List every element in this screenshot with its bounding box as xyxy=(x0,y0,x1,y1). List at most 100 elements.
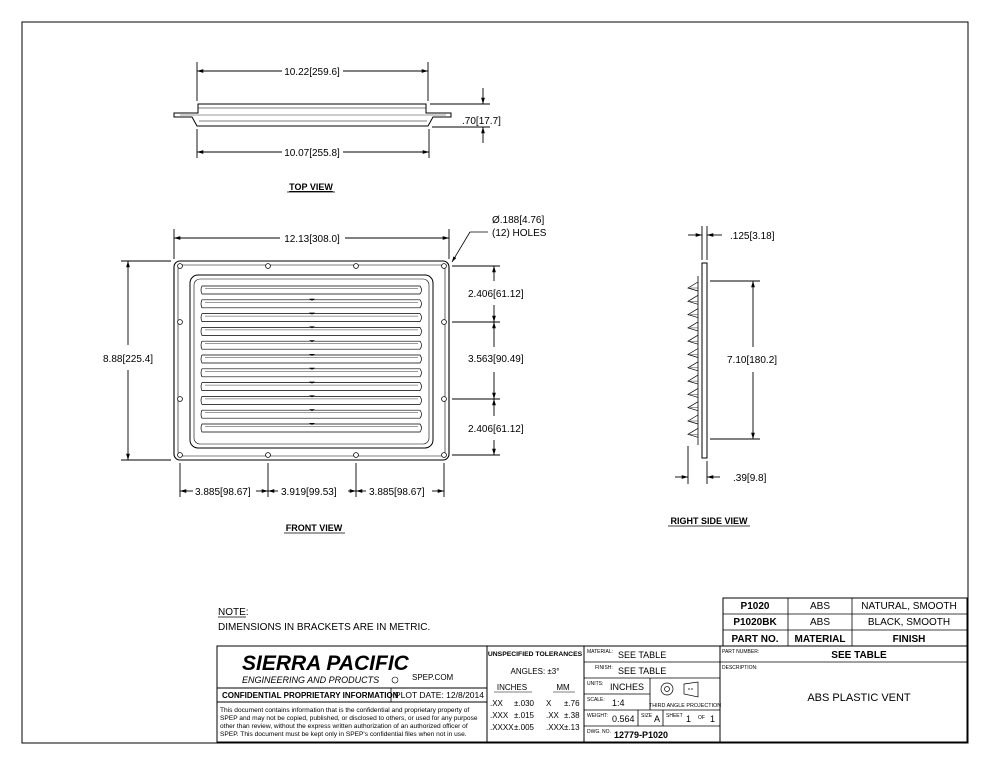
louver-blade xyxy=(200,340,422,350)
dim-front-height xyxy=(121,260,171,461)
front-view-label: FRONT VIEW xyxy=(286,523,343,533)
dim-side-depth-label: .39[9.8] xyxy=(733,473,767,484)
dim-side-height-label: 7.10[180.2] xyxy=(727,355,777,366)
dwg-no-value: 12779-P1020 xyxy=(614,730,668,740)
dim-h-spacing-3-label: 3.885[98.67] xyxy=(369,487,425,498)
front-view: 12.13[308.0] 8.88[225.4] Ø.188[4.76] (12… xyxy=(103,215,547,534)
confidential-line-4: SPEP. This document must be kept only in… xyxy=(220,731,467,738)
mounting-hole xyxy=(353,452,359,458)
part-row-2-material: ABS xyxy=(810,617,830,628)
tolerance-cell: ±.005 xyxy=(514,723,535,732)
louver-blade xyxy=(200,409,422,419)
sheet-label: SHEET xyxy=(666,713,683,719)
mounting-hole xyxy=(177,452,183,458)
dim-h-spacing-2-label: 3.919[99.53] xyxy=(281,487,337,498)
confidential-line-3: other than review, without the express w… xyxy=(220,723,468,730)
units-value: INCHES xyxy=(610,682,644,692)
sheet-border xyxy=(21,21,969,744)
size-label: SIZE xyxy=(641,713,653,719)
side-fin xyxy=(687,414,699,425)
right-side-view: .125[3.18] 7.10[180.2] .39[9.8] RIGHT SI… xyxy=(668,226,777,527)
mounting-hole xyxy=(353,263,359,269)
material-label: MATERIAL: xyxy=(587,649,613,655)
side-fins xyxy=(687,281,699,438)
part-row-1-finish: NATURAL, SMOOTH xyxy=(861,601,956,612)
dim-side-thickness xyxy=(688,226,722,260)
dim-top-height xyxy=(430,88,490,143)
side-fin xyxy=(687,321,699,332)
tolerance-cell: .XX xyxy=(546,711,560,720)
hole-count-label: (12) HOLES xyxy=(492,228,547,239)
dim-side-height xyxy=(710,280,760,440)
dim-top-height-label: .70[17.7] xyxy=(462,116,501,127)
louvers xyxy=(200,285,422,433)
dim-top-inner-width-label: 10.07[255.8] xyxy=(284,148,340,159)
finish-label: FINISH: xyxy=(595,665,613,671)
material-value: SEE TABLE xyxy=(618,650,666,660)
tolerance-cell: ±.030 xyxy=(514,699,535,708)
part-number-label: PART NUMBER: xyxy=(722,649,759,655)
louver-blade xyxy=(200,298,422,309)
dim-front-width-label: 12.13[308.0] xyxy=(284,234,340,245)
confidential-heading: CONFIDENTIAL PROPRIETARY INFORMATION xyxy=(222,691,399,700)
louver-blade xyxy=(200,423,422,433)
tolerances-heading: UNSPECIFIED TOLERANCES xyxy=(488,651,583,658)
side-fin xyxy=(687,361,699,372)
side-fin xyxy=(687,427,699,438)
mounting-hole xyxy=(441,319,447,325)
side-fin xyxy=(687,281,699,292)
mounting-holes xyxy=(177,263,447,458)
dim-top-inner-width xyxy=(196,129,430,158)
top-view: 10.22[259.6] 10.07[255.8] .70[17.7] TOP … xyxy=(173,62,501,193)
hole-callout: Ø.188[4.76] xyxy=(492,215,545,226)
mounting-hole xyxy=(441,396,447,402)
top-view-label: TOP VIEW xyxy=(289,182,333,192)
dim-side-thickness-label: .125[3.18] xyxy=(730,231,775,242)
note-text: DIMENSIONS IN BRACKETS ARE IN METRIC. xyxy=(218,622,430,633)
tolerance-cell: .XXX xyxy=(546,723,565,732)
side-fin xyxy=(687,334,699,345)
dim-h-spacing-1-label: 3.885[98.67] xyxy=(195,487,251,498)
mounting-hole xyxy=(441,263,447,269)
projection-label: THIRD ANGLE PROJECTION xyxy=(649,703,721,709)
dim-v-spacing-bot-label: 2.406[61.12] xyxy=(468,424,524,435)
title-block-grid xyxy=(216,645,968,743)
mounting-hole xyxy=(177,319,183,325)
dim-v-spacing-mid-label: 3.563[90.49] xyxy=(468,354,524,365)
company-logo: SIERRA PACIFIC xyxy=(242,652,410,675)
description-label: DESCRIPTION: xyxy=(722,665,758,671)
right-side-view-label: RIGHT SIDE VIEW xyxy=(670,516,748,526)
mounting-hole xyxy=(177,396,183,402)
tolerance-cell: ±.13 xyxy=(564,723,580,732)
louver-blade xyxy=(200,285,422,295)
tolerance-cell: ±.38 xyxy=(564,711,580,720)
confidential-line-1: This document contains information that … xyxy=(220,707,469,714)
dwg-no-label: DWG. NO. xyxy=(587,729,611,735)
mounting-hole xyxy=(265,263,271,269)
parts-header-material: MATERIAL xyxy=(795,634,846,645)
louver-blade xyxy=(200,354,422,364)
weight-label: WEIGHT: xyxy=(587,713,608,719)
scale-label: SCALE: xyxy=(587,697,605,703)
dim-horizontal-spacing xyxy=(179,463,445,497)
side-fin xyxy=(687,374,699,385)
tolerance-cell: X xyxy=(546,699,552,708)
tolerance-inches-header: INCHES xyxy=(497,683,527,692)
part-row-1-part: P1020 xyxy=(741,601,770,612)
company-website: SPEP.COM xyxy=(412,673,454,682)
size-value: A xyxy=(654,714,660,724)
dim-front-width xyxy=(173,229,450,259)
parts-header-finish: FINISH xyxy=(893,634,926,645)
louver-blade xyxy=(200,312,422,322)
tolerance-cell: .XX xyxy=(490,699,504,708)
part-number-value: SEE TABLE xyxy=(831,650,887,661)
sheet-total: 1 xyxy=(710,714,715,724)
confidential-line-2: SPEP and may not be copied, published, o… xyxy=(220,715,478,722)
units-label: UNITS: xyxy=(587,681,603,687)
dim-top-width xyxy=(196,62,429,101)
sheet-value: 1 xyxy=(686,714,691,724)
side-fin xyxy=(687,401,699,412)
tolerance-angles: ANGLES: ±3° xyxy=(511,667,560,676)
tolerance-cell: .XXX xyxy=(490,711,509,720)
